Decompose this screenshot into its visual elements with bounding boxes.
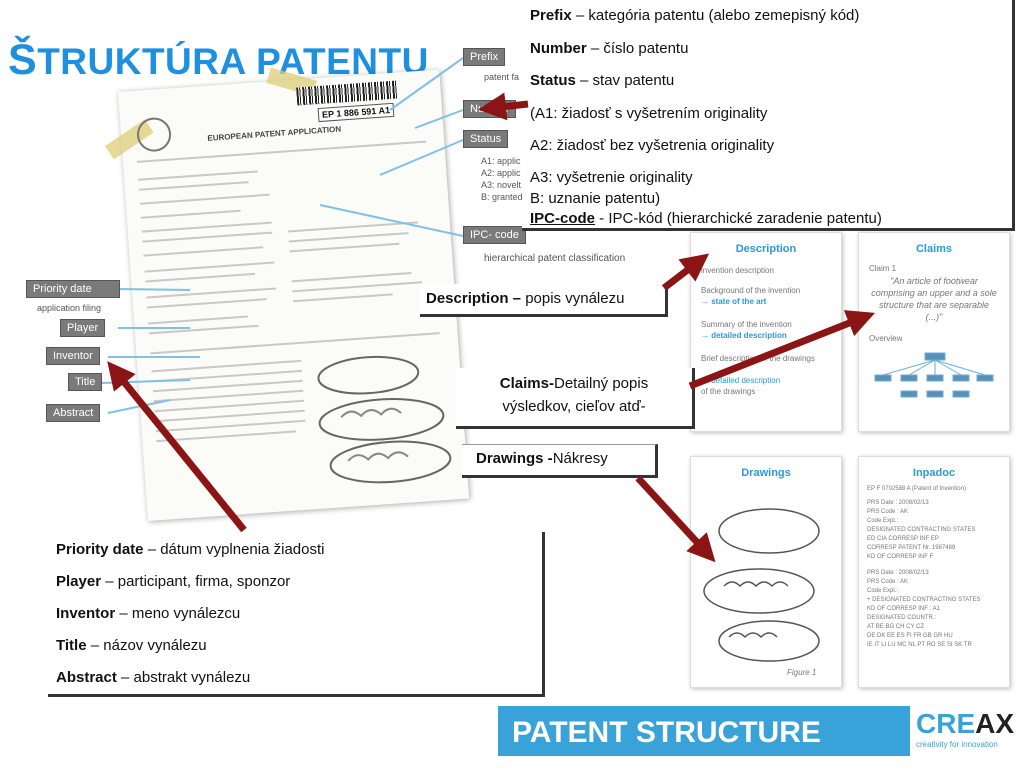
tag-priority-date: Priority date [26, 280, 120, 298]
tag-status-line: B: granted [481, 192, 523, 202]
info-box-bottom: Priority date – dátum vyplnenia žiadosti… [48, 532, 545, 697]
tag-ipc-code: IPC- code [463, 226, 526, 244]
footer-title-bar: PATENT STRUCTURE [498, 706, 910, 756]
tag-player: Player [60, 319, 106, 337]
tag-priority-sub: application filing [37, 303, 102, 313]
tag-status-line: A3: novelt [481, 180, 522, 190]
thumb-drawings: Drawings Figure 1 [690, 456, 842, 688]
info-row-status: Status – stav patentu [530, 72, 675, 89]
info-row-prefix: Prefix – kategória patentu (alebo zemepi… [530, 7, 860, 24]
footer-title: PATENT STRUCTURE [512, 716, 821, 749]
tag-ipc-sub: hierarchical patent classification [484, 253, 626, 264]
description-box: Description – popis vynálezu [420, 284, 668, 317]
tag-prefix: Prefix [463, 48, 506, 66]
info-row-inventor: Inventor – meno vynálezcu [56, 605, 241, 622]
tag-prefix-sub: patent fa [484, 72, 520, 82]
info-row-status-a3: A3: vyšetrenie originality [530, 168, 693, 186]
info-row-title: Title – názov vynálezu [56, 637, 207, 654]
info-row-status-a1: (A1: žiadosť s vyšetrením originality [530, 104, 768, 122]
arrow-to-inventor [107, 361, 247, 533]
arrow-to-description [661, 253, 710, 291]
info-row-priority: Priority date – dátum vyplnenia žiadosti [56, 541, 325, 558]
tag-abstract: Abstract [46, 404, 101, 422]
info-box-top: Prefix – kategória patentu (alebo zemepi… [522, 0, 1015, 231]
info-row-status-b: B: uznanie patentu) [530, 189, 661, 207]
tag-status-line: A2: applic [481, 168, 521, 178]
claims-box: Claims-Detailný popis výsledkov, cieľov … [456, 368, 695, 429]
claims-tree-diagram [874, 352, 994, 398]
arrow-to-drawings [635, 475, 716, 563]
arrow-to-claims [688, 310, 876, 390]
info-row-abstract: Abstract – abstrakt vynálezu [56, 669, 251, 686]
thumb-claims: Claims Claim 1 "An article of footwear c… [858, 232, 1010, 432]
info-row-number: Number – číslo patentu [530, 39, 689, 57]
tag-status: Status [463, 130, 509, 148]
arrow-to-number [478, 92, 529, 121]
thumb-inpadoc: Inpadoc EP F 0702588 A (Patent of Invent… [858, 456, 1010, 688]
info-row-status-a2: A2: žiadosť bez vyšetrenia originality [530, 137, 775, 154]
info-row-player: Player – participant, firma, sponzor [56, 573, 291, 590]
tag-status-line: A1: applic [481, 156, 521, 166]
footer-banner: PATENT STRUCTURE CREAX creativity for in… [498, 706, 1024, 756]
drawings-box: Drawings -Nákresy [462, 444, 658, 478]
creax-logo: CREAX creativity for innovation [910, 706, 1024, 756]
info-row-ipc: IPC-code - IPC-kód (hierarchické zaraden… [530, 209, 882, 227]
shoe-drawing [317, 355, 452, 484]
patent-document-image: EP 1 886 591 A1 EUROPEAN PATENT APPLICAT… [104, 67, 470, 521]
tag-inventor: Inventor [46, 347, 100, 365]
tag-title: Title [68, 373, 103, 391]
drawings-shoe-sketch [703, 508, 820, 662]
